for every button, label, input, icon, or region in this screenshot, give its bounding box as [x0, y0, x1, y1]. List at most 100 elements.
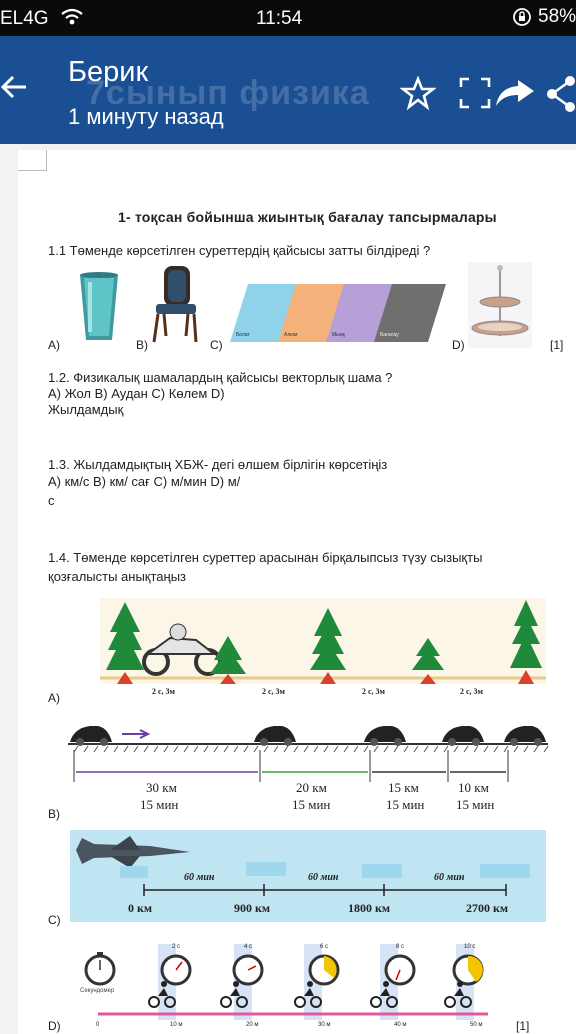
c-time-label-3: 60 мин: [434, 872, 465, 883]
cyclist-icon: [220, 981, 248, 1008]
question-1-1: 1.1 Төменде көрсетілген суреттердің қайс…: [48, 243, 431, 258]
ghost-title: 7сынып физика: [86, 74, 370, 112]
diagram-b-label: B): [48, 807, 60, 821]
carrier-label: EL4G: [0, 8, 49, 29]
back-arrow-icon[interactable]: [0, 74, 28, 100]
d-distance-label-2: 10 м: [170, 1022, 182, 1028]
diagram-a-trees: 2 с, 3м 2 с, 3м 2 с, 3м 2 с, 3м: [100, 598, 546, 698]
motorcycle-icon: [142, 623, 222, 676]
q2-options-line2: Жылдамдық: [48, 402, 124, 417]
c-time-label-1: 60 мин: [184, 872, 215, 883]
c-distance-label-2: 900 км: [234, 901, 270, 915]
stopwatch-icon: [384, 954, 416, 986]
distance-label-2: 20 км: [296, 780, 327, 795]
forward-icon[interactable]: [494, 78, 536, 108]
battery-label: 58%: [538, 6, 576, 27]
car-icon: [504, 726, 546, 746]
time-label-1: 15 мин: [140, 797, 178, 812]
time-label-4: 15 мин: [456, 797, 494, 812]
direction-arrow: [122, 729, 151, 739]
stopwatch-icon: [232, 954, 264, 986]
cyclist-icon: [370, 981, 398, 1008]
q1-option-b: B): [136, 338, 148, 352]
cyclist-icon: [148, 981, 176, 1008]
tree-3: [310, 608, 346, 684]
q3-options-line2: с: [48, 493, 55, 508]
tree-5: [510, 600, 542, 684]
d-distance-label-3: 20 м: [246, 1022, 258, 1028]
chair-image: [150, 264, 200, 344]
clock-label: 11:54: [256, 8, 303, 29]
time-label-2: 15 мин: [292, 797, 330, 812]
cake-stand-image: [468, 262, 532, 348]
question-1-2: 1.2. Физикалық шамалардың қайсысы вектор…: [48, 370, 393, 385]
d-time-label-1: 2 с: [172, 944, 180, 950]
q1-score: [1]: [550, 338, 564, 352]
message-timestamp: 1 минуту назад: [68, 104, 224, 129]
interval-label-1: 2 с, 3м: [152, 687, 176, 696]
fullscreen-icon[interactable]: [458, 76, 492, 110]
d-distance-label-5: 40 м: [394, 1022, 406, 1028]
diagram-b-cars: 30 км 15 мин 20 км 15 мин 15 км 15 мин 1…: [68, 720, 550, 816]
q4-score: [1]: [516, 1019, 530, 1033]
d-distance-label-4: 30 м: [318, 1022, 330, 1028]
rotation-lock-icon: [512, 7, 532, 27]
bar-label-1: Болат: [236, 332, 251, 338]
q3-options-line1: А) км/с В) км/ сағ С) м/мин D) м/: [48, 474, 241, 489]
stopwatch-icon: [452, 954, 484, 986]
car-icon: [442, 726, 484, 746]
d-time-label-5: 10 с: [464, 944, 475, 950]
interval-label-3: 2 с, 3м: [362, 687, 386, 696]
star-icon[interactable]: [400, 76, 436, 110]
cyclist-icon: [444, 981, 472, 1008]
d-distance-label-1: 0: [96, 1022, 100, 1028]
interval-label-2: 2 с, 3м: [262, 687, 286, 696]
car-icon: [254, 726, 296, 746]
tree-4: [412, 638, 444, 684]
distance-label-3: 15 км: [388, 780, 419, 795]
c-distance-label-1: 0 км: [128, 901, 152, 915]
q1-option-a: A): [48, 338, 60, 352]
sender-name: Берик: [68, 56, 149, 88]
time-label-3: 15 мин: [386, 797, 424, 812]
c-distance-label-3: 1800 км: [348, 901, 390, 915]
diagram-c-label: C): [48, 913, 61, 927]
c-distance-label-4: 2700 км: [466, 901, 508, 915]
q2-options-line1: А) Жол В) Аудан С) Көлем D): [48, 386, 225, 401]
stopwatch-icon: [308, 954, 340, 986]
app-bar: 7сынып физика Берик 1 минуту назад: [0, 36, 576, 144]
cyclist-icon: [294, 981, 322, 1008]
question-1-3: 1.3. Жылдамдықтың ХБЖ- дегі өлшем бірліг…: [48, 457, 388, 472]
diagram-d-label: D): [48, 1019, 61, 1033]
stopwatch-icon: [160, 954, 192, 986]
distance-label-4: 10 км: [458, 780, 489, 795]
interval-label-4: 2 с, 3м: [460, 687, 484, 696]
bar-label-3: Мыңқ: [332, 332, 346, 338]
status-bar: EL4G 11:54 58%: [0, 0, 576, 36]
distance-label-1: 30 км: [146, 780, 177, 795]
d-distance-label-6: 50 м: [470, 1022, 482, 1028]
d-time-label-3: 6 с: [320, 944, 328, 950]
tree-1: [106, 602, 144, 684]
car-icon: [70, 726, 112, 746]
airplane-icon: [76, 836, 190, 868]
q1-option-c: C): [210, 338, 223, 352]
question-1-4-line2: қозғалысты анықтаңыз: [48, 569, 187, 584]
bar-label-4: Бағалау: [380, 332, 399, 338]
question-1-4-line1: 1.4. Төменде көрсетілген суреттер арасын…: [48, 550, 483, 565]
q1-option-d: D): [452, 338, 465, 352]
tree-2: [210, 636, 246, 684]
share-icon[interactable]: [546, 76, 576, 112]
wifi-icon: [60, 8, 84, 26]
d-time-label-2: 4 с: [244, 944, 252, 950]
glass-image: [78, 272, 120, 344]
page-corner-mark: [18, 150, 47, 171]
stopwatch-icon: [84, 952, 116, 986]
diagram-a-label: A): [48, 691, 60, 705]
stopwatch-caption: Секундомер: [80, 988, 115, 994]
c-time-label-2: 60 мин: [308, 872, 339, 883]
document-title: 1- тоқсан бойынша жиынтық бағалау тапсыр…: [118, 209, 497, 225]
bar-label-2: Алюм: [284, 332, 298, 338]
material-bars-image: Болат Алюм Мыңқ Бағалау: [230, 282, 448, 342]
d-time-label-4: 8 с: [396, 944, 404, 950]
